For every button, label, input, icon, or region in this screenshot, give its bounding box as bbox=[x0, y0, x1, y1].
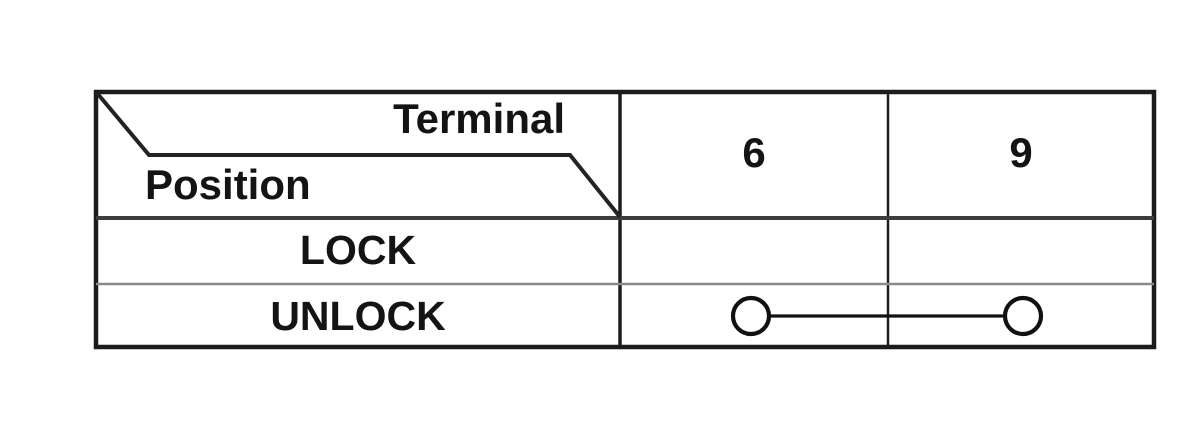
contact-circle-terminal-9 bbox=[1002, 295, 1044, 337]
position-header-label: Position bbox=[145, 161, 311, 208]
terminal-column-6: 6 bbox=[742, 129, 766, 176]
terminal-header-label: Terminal bbox=[393, 95, 565, 142]
row-label-lock: LOCK bbox=[299, 227, 417, 273]
header-diagonal-divider bbox=[95, 91, 622, 219]
terminal-column-9: 9 bbox=[1009, 129, 1033, 176]
row-label-unlock: UNLOCK bbox=[270, 293, 446, 339]
contact-circle-terminal-6 bbox=[730, 295, 772, 337]
